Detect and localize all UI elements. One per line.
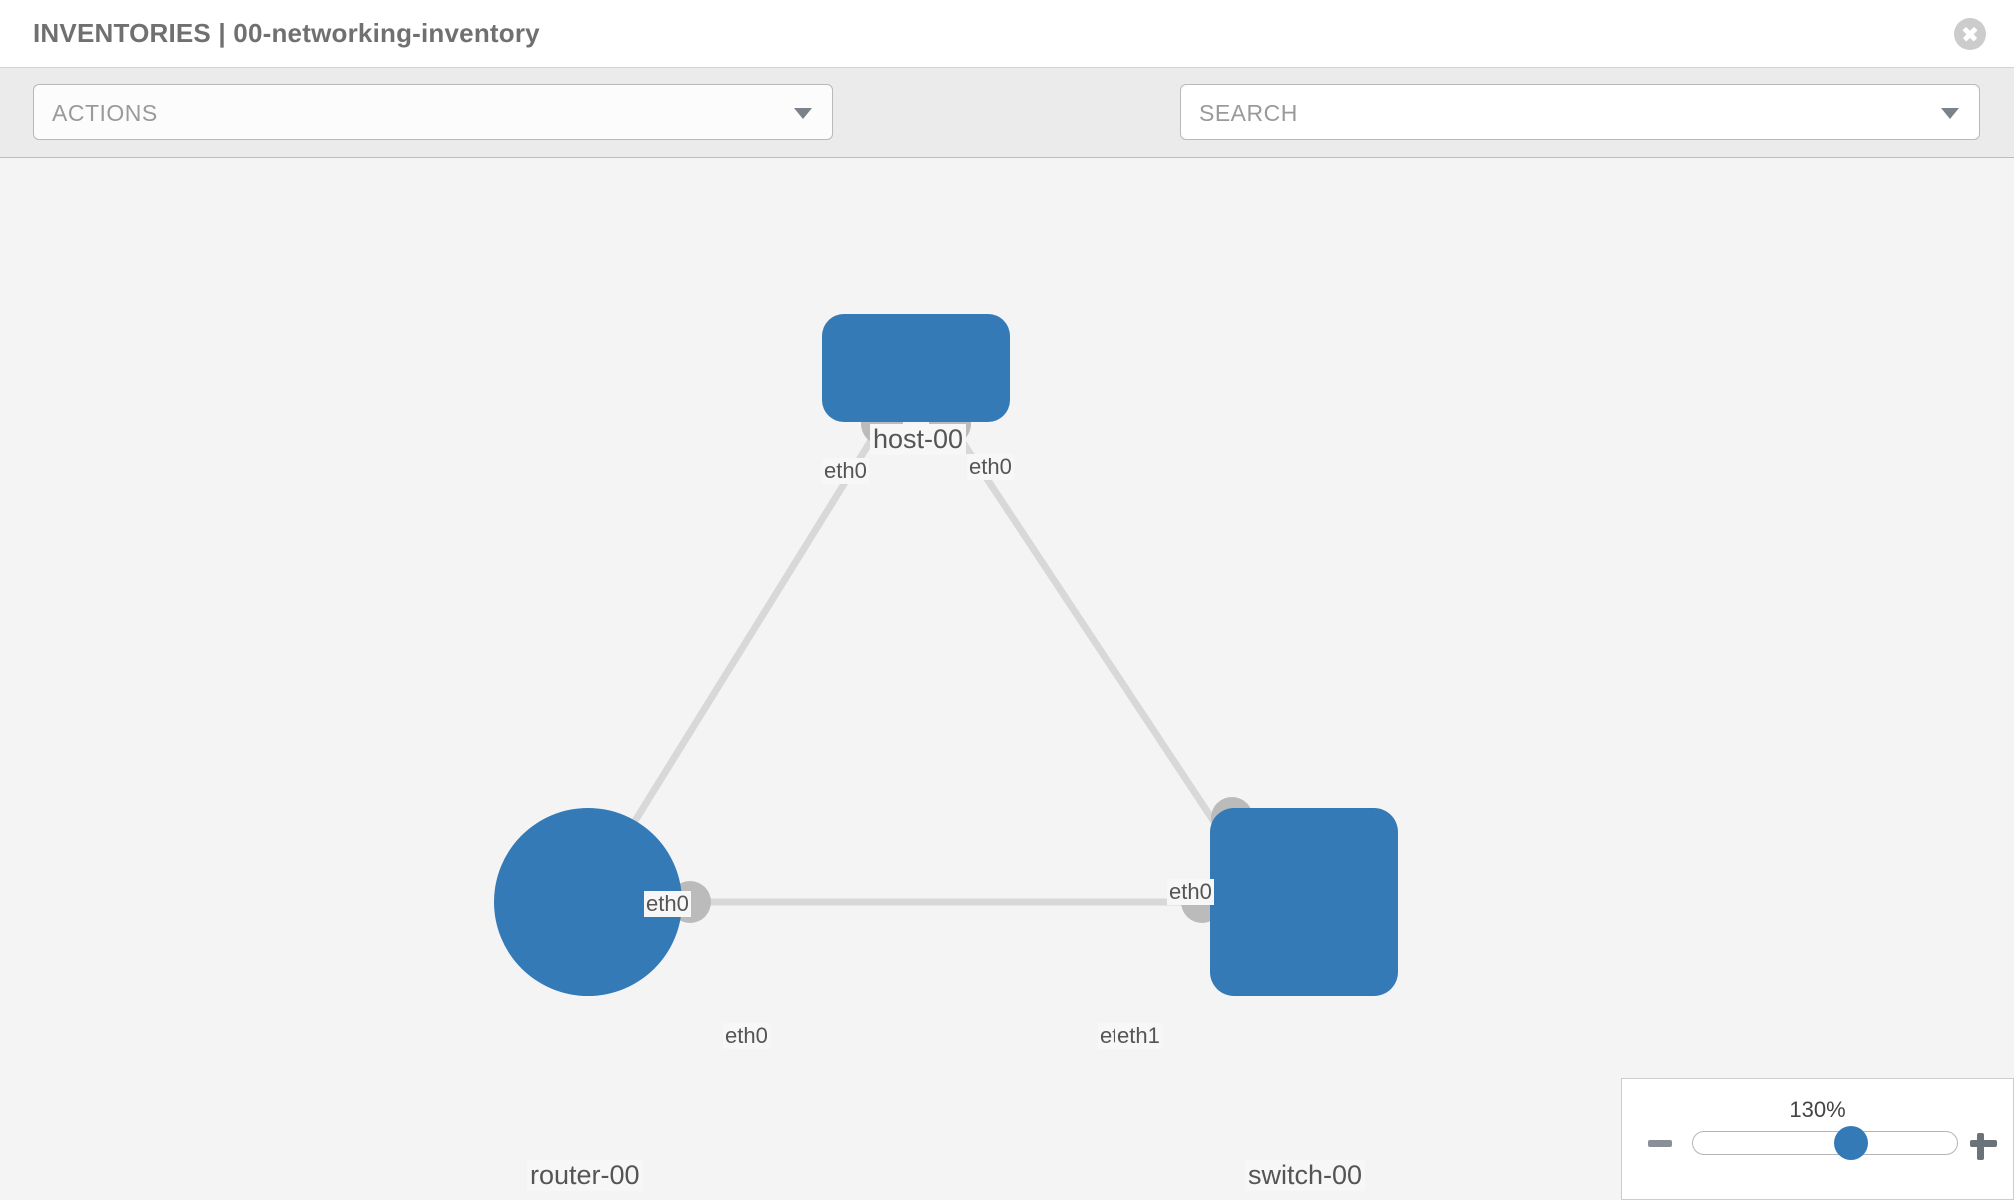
zoom-control-panel: 130% [1621, 1078, 2014, 1200]
zoom-out-button[interactable] [1644, 1127, 1676, 1159]
node-label-host-00: host-00 [870, 424, 967, 455]
window-header: INVENTORIES | 00-networking-inventory [0, 0, 2014, 68]
zoom-slider[interactable] [1692, 1126, 1958, 1160]
actions-dropdown-label: ACTIONS [52, 100, 158, 126]
actions-dropdown[interactable]: ACTIONS [33, 84, 833, 140]
port-label-router-eth0-up: eth0 [644, 891, 691, 917]
chevron-down-icon[interactable] [1941, 108, 1959, 119]
close-icon[interactable] [1954, 18, 1986, 50]
search-input[interactable] [1197, 85, 1921, 141]
port-label-switch-eth0-up: eth0 [1167, 879, 1214, 905]
port-label-router-eth0-right: eth0 [723, 1023, 770, 1049]
chevron-down-icon [794, 108, 812, 119]
page-title: INVENTORIES | 00-networking-inventory [33, 18, 540, 48]
zoom-level-value: 130% [1789, 1097, 1846, 1122]
node-label-switch-00: switch-00 [1245, 1160, 1366, 1191]
topology-edges [609, 403, 1253, 923]
node-label-router-00: router-00 [527, 1160, 643, 1191]
port-label-host-eth0-right: eth0 [967, 454, 1014, 480]
zoom-slider-thumb[interactable] [1834, 1126, 1869, 1160]
topology-canvas[interactable]: host-00 router-00 [0, 158, 2014, 1200]
node-shape [1210, 808, 1398, 996]
port-label-switch-eth1: eth1 [1115, 1023, 1162, 1049]
zoom-in-button[interactable] [1967, 1127, 1999, 1160]
port-label-host-eth0-left: eth0 [822, 458, 869, 484]
search-input-wrapper[interactable] [1180, 84, 1980, 141]
node-shape [822, 314, 1010, 422]
toolbar: ACTIONS [0, 68, 2014, 200]
